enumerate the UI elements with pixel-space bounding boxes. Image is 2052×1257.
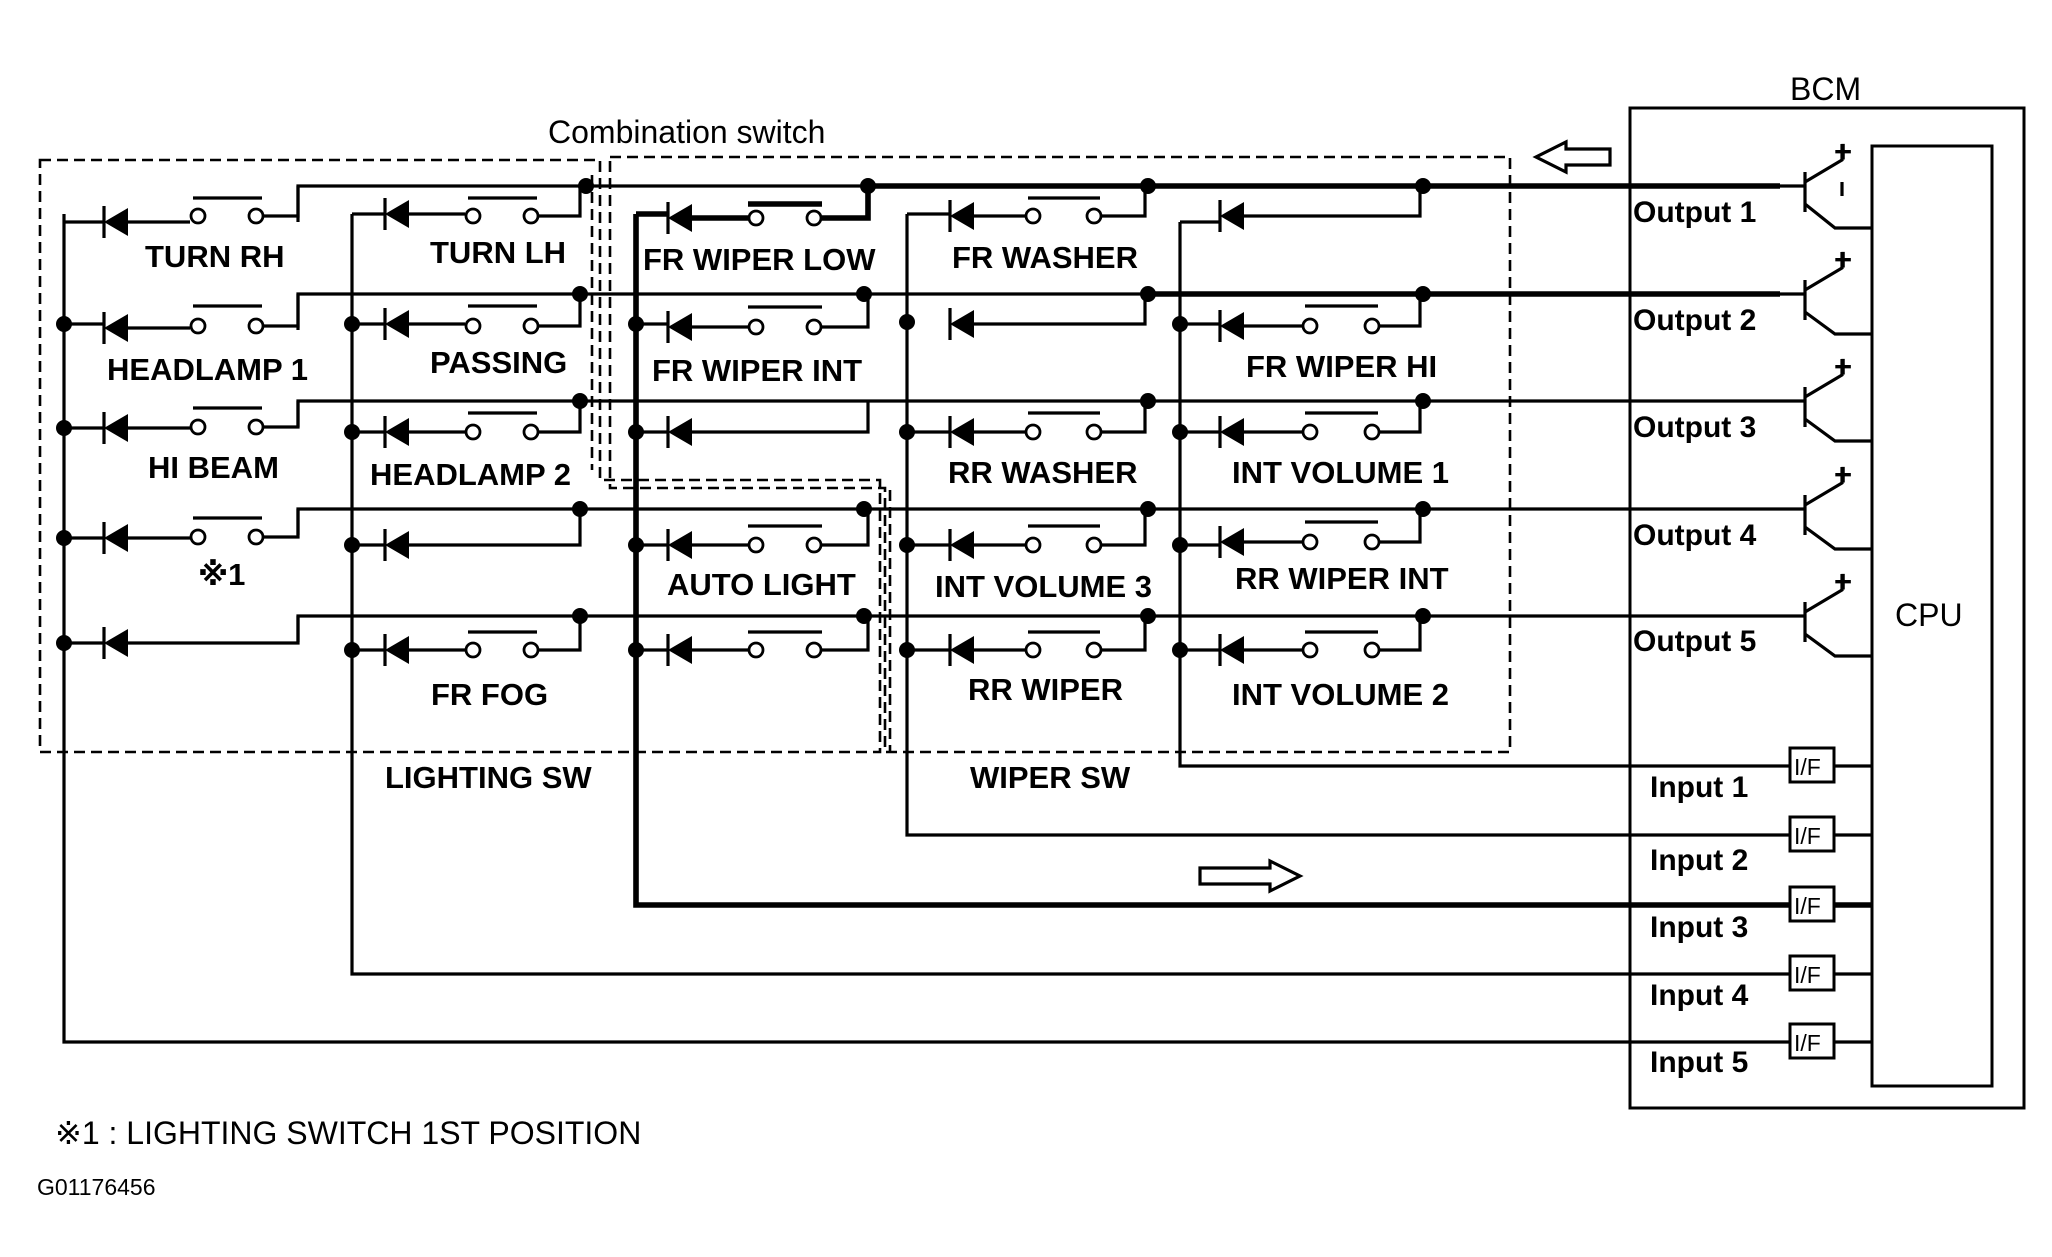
switch-fr-wiper-low xyxy=(636,186,871,234)
switch-int-volume-1 xyxy=(1218,401,1422,448)
switch-col5-row1 xyxy=(1180,186,1422,232)
switch-fr-fog xyxy=(383,616,582,666)
label-rr-washer: RR WASHER xyxy=(948,455,1137,490)
input-4-label: Input 4 xyxy=(1650,979,1749,1012)
if-label-3: I/F xyxy=(1794,893,1821,919)
if-label-4: I/F xyxy=(1794,962,1821,988)
switch-fr-washer xyxy=(907,186,1147,232)
switch-hi-beam xyxy=(102,401,300,444)
label-turn-lh: TURN LH xyxy=(430,235,566,270)
arrow-right-icon xyxy=(1198,858,1304,894)
plus-5: + xyxy=(1834,564,1852,599)
label-int-volume-2: INT VOLUME 2 xyxy=(1232,677,1449,712)
bcm-module xyxy=(1628,106,2026,1110)
switch-auto-light xyxy=(666,509,870,561)
footnote: ※1 : LIGHTING SWITCH 1ST POSITION xyxy=(55,1115,641,1151)
switch-turn-rh xyxy=(64,186,300,238)
switch-turn-lh xyxy=(352,186,582,230)
switch-rr-wiper-int xyxy=(1218,509,1422,558)
output-4-label: Output 4 xyxy=(1633,519,1757,552)
label-fr-wiper-hi: FR WIPER HI xyxy=(1246,349,1437,384)
label-headlamp-2: HEADLAMP 2 xyxy=(370,457,571,492)
input-1-label: Input 1 xyxy=(1650,771,1748,804)
label-rr-wiper-int: RR WIPER INT xyxy=(1235,561,1449,596)
arrow-left-icon xyxy=(1532,139,1612,175)
switch-headlamp-1 xyxy=(102,294,300,344)
if-label-1: I/F xyxy=(1794,754,1821,780)
plus-3: + xyxy=(1834,349,1852,384)
label-note-mark: ※1 xyxy=(198,557,245,592)
switch-int-volume-3 xyxy=(948,509,1147,561)
switch-fr-wiper-int xyxy=(666,294,870,343)
figure-code: G01176456 xyxy=(37,1174,156,1200)
switch-rr-wiper xyxy=(948,616,1147,666)
enclosures xyxy=(38,155,1512,754)
label-int-volume-1: INT VOLUME 1 xyxy=(1232,455,1449,490)
input-2-label: Input 2 xyxy=(1650,844,1748,877)
switch-col4-row2 xyxy=(948,294,1147,340)
switch-col3-row3 xyxy=(666,401,870,448)
output-transistors xyxy=(1780,144,1872,658)
cpu-label: CPU xyxy=(1895,597,1963,633)
label-fr-wiper-int: FR WIPER INT xyxy=(652,353,862,388)
switch-rr-washer xyxy=(948,401,1147,448)
switch-int-volume-2 xyxy=(1218,616,1422,666)
label-auto-light: AUTO LIGHT xyxy=(667,567,856,602)
plus-1: + xyxy=(1834,134,1852,169)
output-3-label: Output 3 xyxy=(1633,411,1756,444)
switch-note-1 xyxy=(102,509,300,554)
input-interfaces xyxy=(1788,746,1872,1060)
if-label-5: I/F xyxy=(1794,1030,1821,1056)
output-5-label: Output 5 xyxy=(1633,625,1756,658)
switch-fr-wiper-hi xyxy=(1218,294,1422,342)
output-1-label: Output 1 xyxy=(1633,196,1756,229)
label-lighting-sw: LIGHTING SW xyxy=(385,760,592,795)
label-headlamp-1: HEADLAMP 1 xyxy=(107,352,308,387)
switch-col2-row4 xyxy=(383,509,582,561)
input-3-label: Input 3 xyxy=(1650,911,1748,944)
switch-col1-row5 xyxy=(102,616,300,659)
bcm-label: BCM xyxy=(1790,71,1861,107)
junction-dots xyxy=(56,178,1431,658)
label-turn-rh: TURN RH xyxy=(145,239,285,274)
label-hi-beam: HI BEAM xyxy=(148,450,279,485)
switch-passing xyxy=(383,294,582,340)
output-2-label: Output 2 xyxy=(1633,304,1756,337)
label-wiper-sw: WIPER SW xyxy=(970,760,1131,795)
label-int-volume-3: INT VOLUME 3 xyxy=(935,569,1152,604)
input-5-label: Input 5 xyxy=(1650,1046,1748,1079)
switch-headlamp-2 xyxy=(383,401,582,448)
plus-2: + xyxy=(1834,242,1852,277)
label-fr-washer: FR WASHER xyxy=(952,240,1138,275)
label-rr-wiper: RR WIPER xyxy=(968,672,1123,707)
label-passing: PASSING xyxy=(430,345,567,380)
label-fr-fog: FR FOG xyxy=(431,677,548,712)
plus-4: + xyxy=(1834,457,1852,492)
diagram-title: Combination switch xyxy=(548,114,825,150)
switch-col3-row5 xyxy=(666,616,870,666)
if-label-2: I/F xyxy=(1794,823,1821,849)
label-fr-wiper-low: FR WIPER LOW xyxy=(643,242,876,277)
input-wires xyxy=(62,214,1790,1044)
labels: Combination switch BCM CPU TURN RH TURN … xyxy=(37,71,1963,1200)
